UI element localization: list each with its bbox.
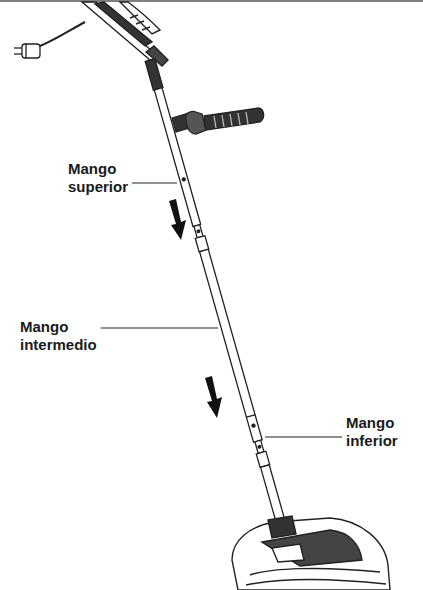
part-label: Mango inferior bbox=[346, 414, 398, 450]
leader-line bbox=[101, 183, 342, 437]
part-label: Mango intermedio bbox=[20, 318, 97, 354]
frame-line bbox=[0, 0, 423, 2]
pole bbox=[145, 59, 290, 541]
part-label: Mango superior bbox=[68, 160, 128, 196]
direction-arrow bbox=[169, 199, 222, 418]
auxiliary-handle bbox=[172, 108, 264, 134]
top-grip bbox=[82, 2, 168, 66]
leader-line bbox=[265, 436, 342, 437]
motor-housing bbox=[232, 516, 390, 590]
leader-line bbox=[132, 182, 177, 183]
cord-plug bbox=[14, 22, 85, 58]
leader-line bbox=[101, 327, 218, 328]
